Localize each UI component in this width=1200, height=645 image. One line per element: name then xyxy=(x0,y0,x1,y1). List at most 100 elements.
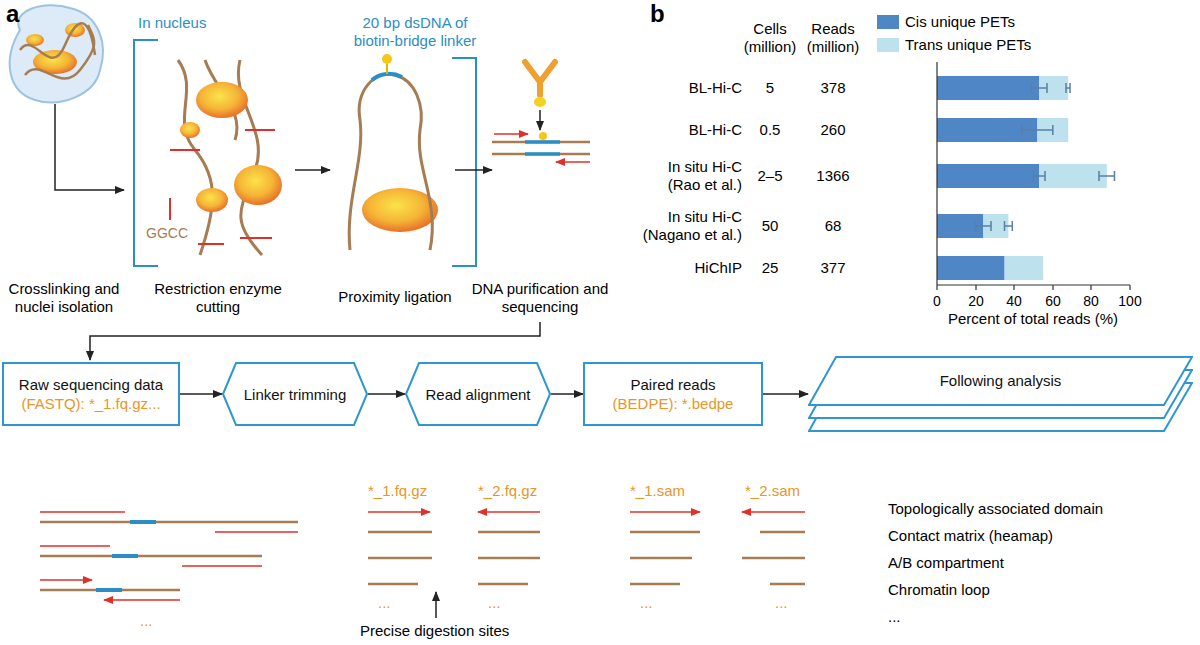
ellipsis: ... xyxy=(488,594,501,612)
process-hexagon: Linker trimming xyxy=(222,362,368,426)
ellipsis: ... xyxy=(775,594,788,612)
node-title: Read alignment xyxy=(425,385,530,404)
tick-label: 40 xyxy=(994,292,1034,310)
analysis-item: A/B compartment xyxy=(888,554,1004,572)
protein-blob xyxy=(180,122,200,138)
dna-strand xyxy=(20,23,95,58)
step-caption: Restriction enzyme cutting xyxy=(150,280,286,316)
biotin-stalk xyxy=(386,64,388,74)
table-cell: 68 xyxy=(803,217,863,235)
read-arrow xyxy=(40,512,125,580)
tick-label: 80 xyxy=(1071,292,1111,310)
node-title: Paired reads xyxy=(630,375,715,394)
legend-text: Trans unique PETs xyxy=(905,36,1031,54)
file-name: *_1.sam xyxy=(630,482,685,500)
step-caption: Crosslinking and nuclei isolation xyxy=(2,280,126,316)
table-cell: 377 xyxy=(803,259,863,277)
bridge-linker xyxy=(372,74,402,80)
site-label: GGCC xyxy=(146,224,188,242)
note-label: Precise digestion sites xyxy=(360,622,509,640)
cell-outline xyxy=(10,5,103,102)
flow-arrow xyxy=(763,393,808,395)
protein-blob xyxy=(362,188,438,232)
protein-blob xyxy=(65,23,85,37)
tick-label: 0 xyxy=(917,292,957,310)
protein-blob xyxy=(196,82,248,118)
panel-letter: b xyxy=(650,0,665,28)
node-title: Raw sequencing data xyxy=(19,375,163,394)
step-caption: Proximity ligation xyxy=(325,288,465,306)
read-arrow xyxy=(494,133,528,135)
process-hexagon: Read alignment xyxy=(405,362,551,426)
cis-bar xyxy=(937,164,1039,188)
file-name: *_2.sam xyxy=(745,482,800,500)
flow-arrow xyxy=(368,393,405,395)
hexagon-shape xyxy=(406,363,550,425)
read-line xyxy=(368,532,540,584)
stack-outline xyxy=(808,356,1193,432)
flow-arrow xyxy=(180,393,222,395)
table-cell: 378 xyxy=(803,79,863,97)
read-line xyxy=(630,532,805,584)
read-arrow xyxy=(556,161,590,163)
table-cell: 0.5 xyxy=(740,121,800,139)
region-label: In nucleus xyxy=(138,14,206,32)
row-label: BL-Hi-C xyxy=(635,121,742,139)
panel-letter: a xyxy=(6,0,19,28)
row-label: In situ Hi-C (Nagano et al.) xyxy=(635,208,742,244)
protein-blob xyxy=(196,188,228,212)
dna-strand xyxy=(25,25,94,79)
row-label: BL-Hi-C xyxy=(635,79,742,97)
streptavidin xyxy=(525,62,555,95)
legend-swatch xyxy=(877,38,899,52)
read-arrow xyxy=(104,532,298,600)
nucleus-bracket xyxy=(452,58,476,266)
dna-loop xyxy=(349,74,432,250)
table-cell: 1366 xyxy=(803,167,863,185)
process-box: Paired reads(BEDPE): *.bedpe xyxy=(583,362,763,426)
analysis-item: Contact matrix (heamap) xyxy=(888,527,1053,545)
stack-layer xyxy=(809,357,1192,405)
ellipsis: ... xyxy=(140,612,153,630)
legend-swatch xyxy=(877,15,899,29)
read-arrow xyxy=(478,511,540,513)
biotin-dot xyxy=(539,132,547,140)
ellipsis: ... xyxy=(378,594,391,612)
axis-title: Percent of total reads (%) xyxy=(933,310,1133,328)
legend-text: Cis unique PETs xyxy=(905,13,1015,31)
step-arrow xyxy=(295,169,330,171)
step-arrow xyxy=(90,322,540,360)
bridge-linker xyxy=(525,142,560,154)
linker-label: 20 bp dsDNA of biotin-bridge linker xyxy=(345,14,485,50)
analysis-item: Chromatin loop xyxy=(888,581,990,599)
node-title: Following analysis xyxy=(940,371,1062,390)
row-label: HiChIP xyxy=(635,259,742,277)
table-cell: 260 xyxy=(803,121,863,139)
output-stack: Following analysis xyxy=(808,356,1193,432)
table-cell: 2–5 xyxy=(740,167,800,185)
table-cell: 5 xyxy=(740,79,800,97)
step-arrow xyxy=(539,110,541,130)
analysis-item: ... xyxy=(888,608,901,626)
column-header: Cells (million) xyxy=(735,20,805,56)
file-name: *_1.fq.gz xyxy=(368,482,427,500)
protein-blob xyxy=(234,165,282,205)
cis-bar xyxy=(937,256,1005,280)
trans-bar xyxy=(1039,164,1107,188)
step-arrow xyxy=(55,104,124,190)
node-detail: (FASTQ): *_1.fq.gz... xyxy=(21,394,160,413)
read-arrow xyxy=(742,511,805,513)
step-caption: DNA purification and sequencing xyxy=(470,280,610,316)
process-box: Raw sequencing data(FASTQ): *_1.fq.gz... xyxy=(2,362,180,426)
biotin-dot xyxy=(534,97,546,107)
tick-label: 20 xyxy=(956,292,996,310)
chart-axis xyxy=(937,62,1130,290)
flow-arrow xyxy=(551,393,583,395)
pointer-arrow xyxy=(435,592,437,618)
file-name: *_2.fq.gz xyxy=(478,482,537,500)
hexagon-shape xyxy=(223,363,367,425)
linker-segment xyxy=(96,522,156,590)
biotin-dot xyxy=(382,54,392,64)
tick-label: 60 xyxy=(1033,292,1073,310)
